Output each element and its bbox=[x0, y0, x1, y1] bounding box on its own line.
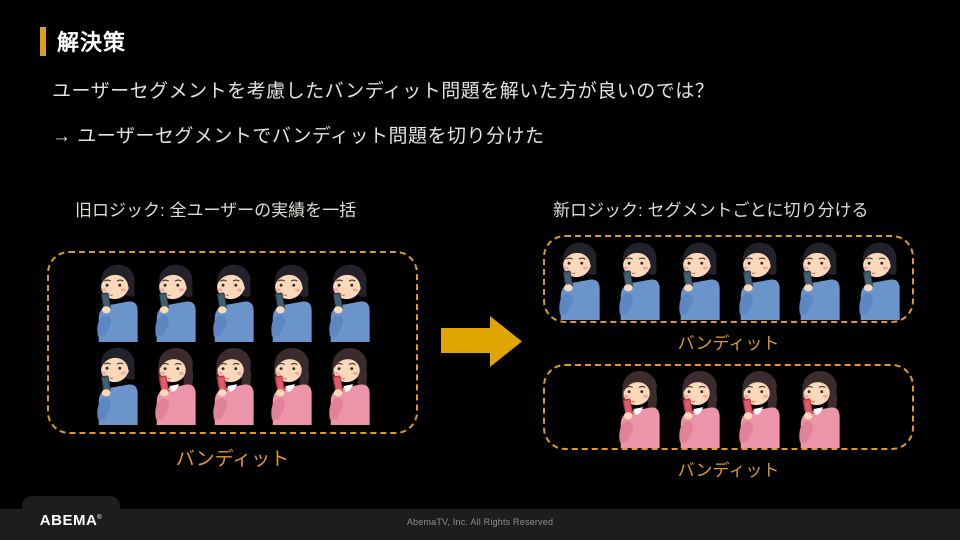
male-user-with-smartphone-icon bbox=[325, 261, 373, 342]
new-logic-male-segment-box bbox=[543, 235, 914, 323]
male-user-with-smartphone-icon bbox=[151, 261, 199, 342]
footer-logo-tab: ABEMA® bbox=[22, 496, 120, 540]
male-user-with-smartphone-icon bbox=[267, 261, 315, 342]
female-user-with-smartphone-icon bbox=[615, 367, 663, 448]
male-user-with-smartphone-icon bbox=[93, 261, 141, 342]
old-logic-bandit-box bbox=[47, 251, 418, 434]
old-logic-heading: 旧ロジック: 全ユーザーの実績を一括 bbox=[75, 201, 357, 220]
registered-mark: ® bbox=[97, 514, 103, 521]
male-user-with-smartphone-icon bbox=[615, 239, 663, 320]
new-logic-female-segment-box bbox=[543, 364, 914, 450]
old-logic-bandit-label: バンディット bbox=[175, 449, 290, 470]
new-logic-heading: 新ロジック: セグメントごとに切り分ける bbox=[553, 201, 869, 220]
female-user-with-smartphone-icon bbox=[795, 367, 843, 448]
copyright-text: AbemaTV, Inc. All Rights Reserved bbox=[406, 517, 554, 527]
body-line-answer: → ユーザーセグメントでバンディット問題を切り分けた bbox=[52, 126, 545, 147]
new-logic-female-bandit-label: バンディット bbox=[677, 461, 780, 480]
male-user-with-smartphone-icon bbox=[675, 239, 723, 320]
body-line-question: ユーザーセグメントを考慮したバンディット問題を解いた方が良いのでは？ bbox=[52, 81, 715, 102]
old-logic-people-row-2 bbox=[49, 344, 416, 425]
female-user-with-smartphone-icon bbox=[675, 367, 723, 448]
female-user-with-smartphone-icon bbox=[151, 344, 199, 425]
male-user-with-smartphone-icon bbox=[795, 239, 843, 320]
male-user-with-smartphone-icon bbox=[93, 344, 141, 425]
right-arrow-icon bbox=[441, 314, 523, 370]
male-user-with-smartphone-icon bbox=[735, 239, 783, 320]
female-user-with-smartphone-icon bbox=[209, 344, 257, 425]
female-user-with-smartphone-icon bbox=[267, 344, 315, 425]
new-logic-male-bandit-label: バンディット bbox=[677, 334, 780, 353]
abema-logo: ABEMA® bbox=[39, 511, 103, 529]
title-accent-bar bbox=[40, 26, 46, 56]
title-block: 解決策 bbox=[40, 25, 126, 57]
old-logic-people-row-1 bbox=[49, 261, 416, 342]
page-title: 解決策 bbox=[57, 30, 127, 55]
male-user-with-smartphone-icon bbox=[855, 239, 903, 320]
footer-bar bbox=[0, 509, 960, 540]
male-user-with-smartphone-icon bbox=[209, 261, 257, 342]
male-user-with-smartphone-icon bbox=[555, 239, 603, 320]
female-user-with-smartphone-icon bbox=[735, 367, 783, 448]
female-user-with-smartphone-icon bbox=[325, 344, 373, 425]
